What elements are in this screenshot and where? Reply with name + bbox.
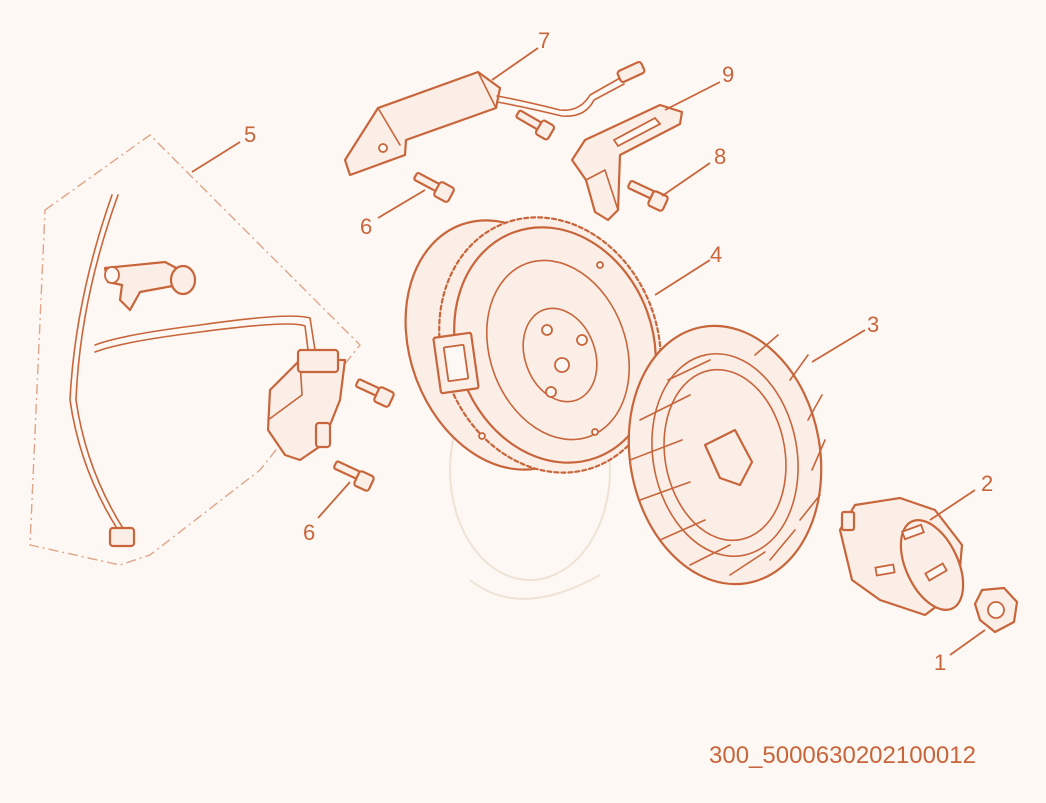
leader-6b: [317, 481, 351, 519]
coil-assembly-boundary: [29, 134, 361, 566]
leader-9: [664, 81, 721, 111]
cup-part-2: [838, 496, 965, 617]
callout-8: 8: [714, 144, 726, 169]
leader-4: [654, 259, 711, 296]
flywheel-part-4: [404, 216, 662, 474]
diagram-code: 300_5000630202100012: [709, 742, 976, 769]
callout-9: 9: [722, 62, 734, 87]
leader-lines: [191, 47, 986, 656]
sensor-part-7: [343, 60, 646, 177]
bolt-coil-mount: [355, 378, 395, 408]
leader-2: [929, 489, 976, 521]
nut-part-1: [973, 586, 1019, 634]
bolt-part-6-lower: [333, 460, 375, 492]
callout-5: 5: [244, 122, 256, 147]
leader-6a: [377, 189, 426, 219]
leader-5: [191, 141, 241, 173]
callout-6-upper: 6: [360, 214, 372, 239]
bolt-part-6-upper: [413, 171, 455, 203]
leader-8: [661, 162, 711, 197]
bolt-part-8: [627, 180, 669, 212]
callout-numbers: 1 2 3 4 5 6 6 7 8 9: [244, 28, 993, 675]
callout-6-lower: 6: [303, 520, 315, 545]
ignition-coil-part-5: [69, 194, 347, 548]
callout-4: 4: [710, 242, 722, 267]
fan-part-3: [627, 324, 826, 586]
bracket-part-9: [570, 103, 684, 222]
callout-2: 2: [981, 471, 993, 496]
bolt-near-7: [515, 109, 556, 141]
leader-1: [949, 629, 986, 656]
callout-3: 3: [867, 312, 879, 337]
callout-1: 1: [934, 650, 946, 675]
leader-7: [491, 47, 539, 81]
leader-3: [811, 329, 866, 363]
callout-7: 7: [538, 28, 550, 53]
